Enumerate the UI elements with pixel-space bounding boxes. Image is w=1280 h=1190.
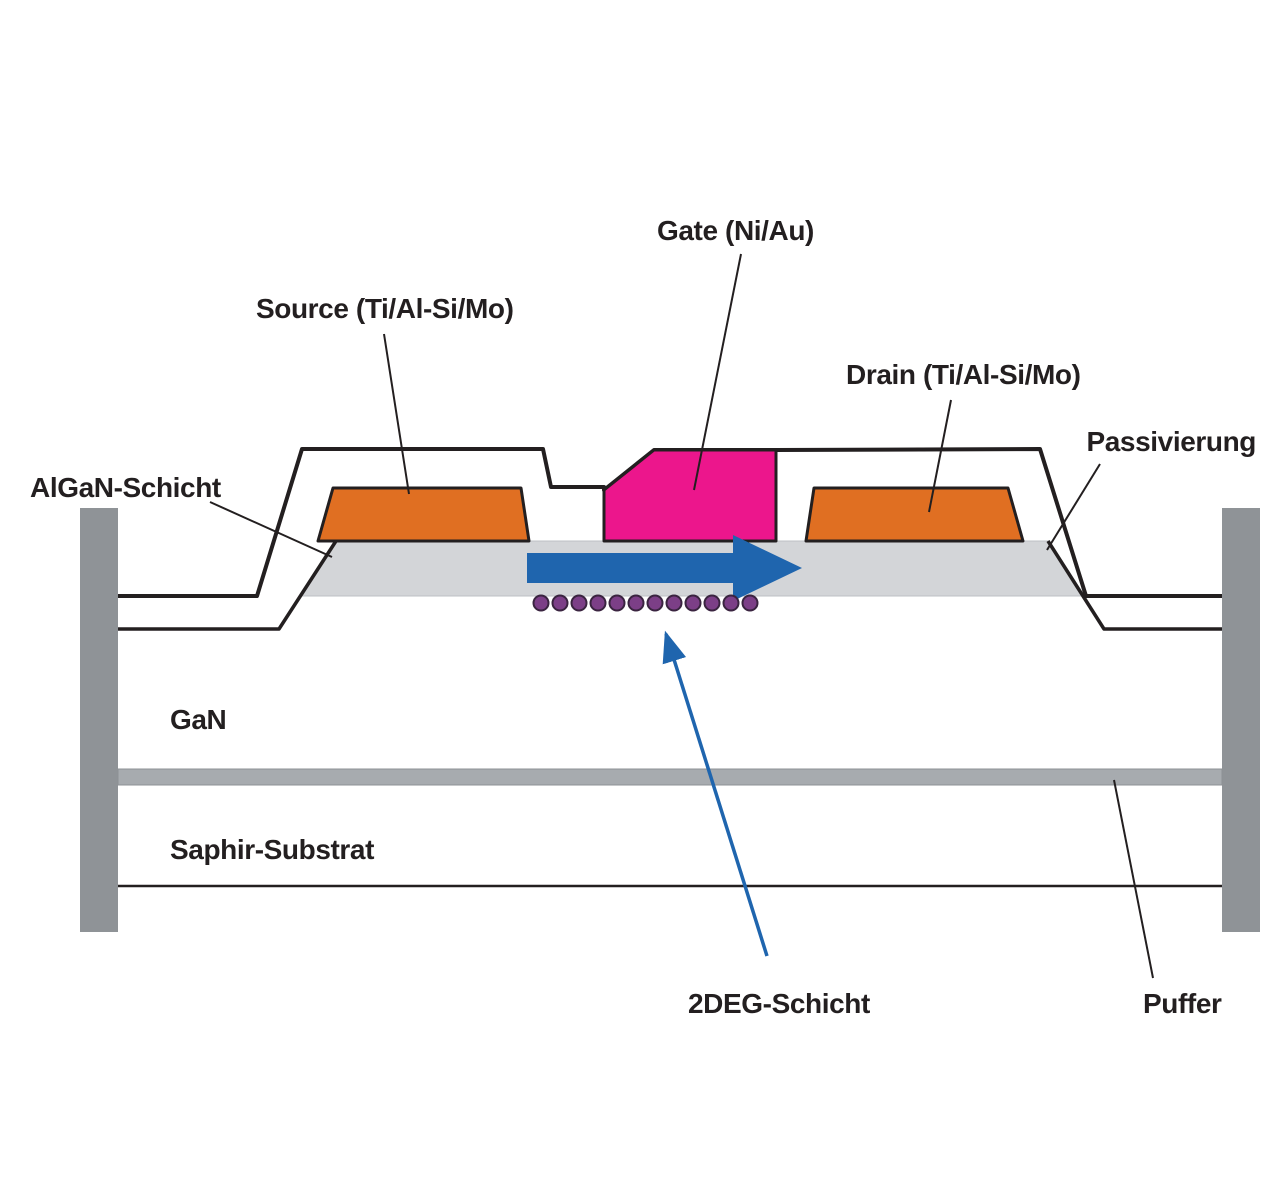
electron-dot [722,594,740,612]
electron-dot [627,594,645,612]
label-2deg-schicht: 2DEG-Schicht [688,988,870,1019]
electron-dot [741,594,759,612]
drain-contact [804,486,1025,543]
drain-pointer-line [928,399,952,513]
label-puffer: Puffer [1143,988,1222,1019]
gate-contact [602,448,778,543]
electron-dot [570,594,588,612]
label-saphir-substrat: Saphir-Substrat [170,834,374,865]
label-algan-schicht: AlGaN-Schicht [30,472,221,503]
electron-dots [532,594,759,612]
left-support-bar [80,508,118,932]
source-pointer-line [383,333,410,495]
label-source: Source (Ti/Al-Si/Mo) [256,293,514,324]
label-gate: Gate (Ni/Au) [657,215,814,246]
two-deg-group [527,535,802,612]
passivation-inner-left-line [118,540,338,631]
electron-dot [703,594,721,612]
deg-pointer-arrow-icon [662,630,769,957]
label-gan: GaN [170,704,226,735]
annotation-lines [209,253,1154,979]
puffer-pointer-line [1113,779,1154,979]
source-contact [316,486,531,543]
electron-dot [665,594,683,612]
passivierung-pointer-line [1046,463,1101,551]
current-flow-arrow-icon [527,535,802,601]
electron-dot [646,594,664,612]
label-passivierung: Passivierung [1086,426,1256,457]
electron-dot [551,594,569,612]
label-drain: Drain (Ti/Al-Si/Mo) [846,359,1081,390]
substrate-group [80,508,1260,932]
gate-pointer-line [693,253,742,491]
algan-pointer-line [209,501,333,558]
electron-dot [532,594,550,612]
electron-dot [589,594,607,612]
electron-dot [608,594,626,612]
passivation-inner-right-line [1046,540,1222,631]
buffer-layer [117,768,1223,786]
annotation-labels: Gate (Ni/Au) Source (Ti/Al-Si/Mo) Drain … [30,215,1256,1019]
right-support-bar [1222,508,1260,932]
electron-dot [684,594,702,612]
